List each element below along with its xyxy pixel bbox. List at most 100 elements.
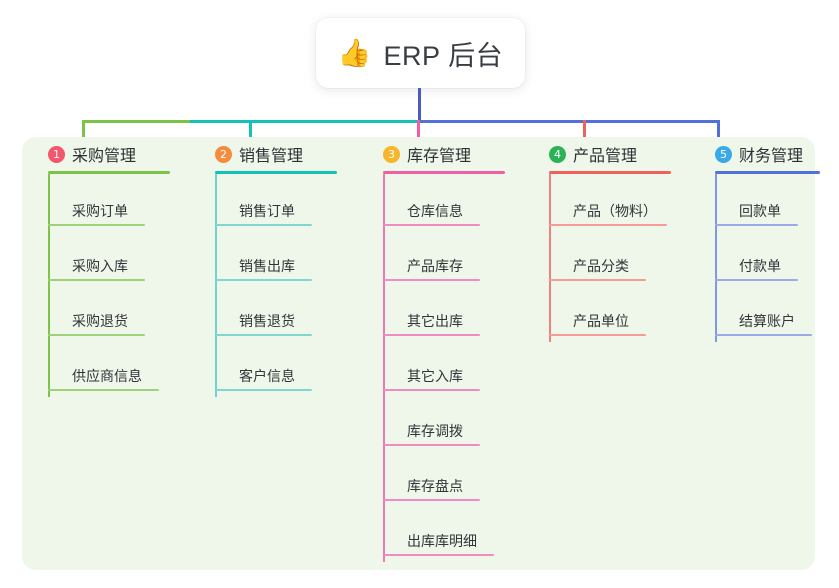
branch-spine-5 xyxy=(715,174,717,342)
branch-rule-2 xyxy=(215,171,337,174)
branch-leaves-3: 仓库信息 产品库存 其它出库 其它入库 库存调拨 xyxy=(383,174,530,562)
branch-badge-3: 3 xyxy=(383,145,400,163)
branch-column-3: 3 库存管理 仓库信息 产品库存 其它出库 其它入库 xyxy=(370,137,530,562)
branch-rule-4 xyxy=(549,171,671,174)
list-item[interactable]: 仓库信息 xyxy=(383,174,530,229)
leaf-label: 库存盘点 xyxy=(407,478,463,494)
connector-drop-3 xyxy=(417,120,420,150)
branch-header-2[interactable]: 2 销售管理 xyxy=(202,137,352,171)
leaf-label: 销售订单 xyxy=(239,203,295,219)
branch-column-4: 4 产品管理 产品（物料） 产品分类 产品单位 xyxy=(536,137,696,342)
leaf-label: 产品（物料） xyxy=(573,203,657,219)
branch-spine-1 xyxy=(48,174,50,397)
leaf-rule xyxy=(383,224,480,226)
leaf-rule xyxy=(715,279,798,281)
connector-drop-4 xyxy=(583,120,586,150)
thumbs-up-icon: 👍 xyxy=(337,37,372,68)
list-item[interactable]: 销售出库 xyxy=(215,229,352,284)
branch-leaves-2: 销售订单 销售出库 销售退货 客户信息 xyxy=(215,174,352,397)
branch-badge-4: 4 xyxy=(549,145,566,163)
connector-bus-segment-2 xyxy=(190,120,418,123)
list-item[interactable]: 销售退货 xyxy=(215,284,352,339)
leaf-rule xyxy=(549,279,646,281)
branch-spine-2 xyxy=(215,174,217,397)
list-item[interactable]: 出库库明细 xyxy=(383,504,530,559)
list-item[interactable]: 其它出库 xyxy=(383,284,530,339)
list-item[interactable]: 产品（物料） xyxy=(549,174,696,229)
list-item[interactable]: 结算账户 xyxy=(715,284,839,339)
branch-leaves-1: 采购订单 采购入库 采购退货 供应商信息 xyxy=(48,174,185,397)
list-item[interactable]: 库存盘点 xyxy=(383,449,530,504)
leaf-label: 结算账户 xyxy=(739,313,795,329)
leaf-rule xyxy=(215,224,312,226)
branch-header-3[interactable]: 3 库存管理 xyxy=(370,137,530,171)
root-node-card[interactable]: 👍 ERP 后台 xyxy=(316,18,525,88)
leaf-label: 产品库存 xyxy=(407,258,463,274)
branch-header-4[interactable]: 4 产品管理 xyxy=(536,137,696,171)
list-item[interactable]: 销售订单 xyxy=(215,174,352,229)
list-item[interactable]: 产品单位 xyxy=(549,284,696,339)
list-item[interactable]: 其它入库 xyxy=(383,339,530,394)
leaf-label: 销售出库 xyxy=(239,258,295,274)
branch-column-2: 2 销售管理 销售订单 销售出库 销售退货 客户信息 xyxy=(202,137,352,397)
branch-header-1[interactable]: 1 采购管理 xyxy=(35,137,185,171)
branch-rule-3 xyxy=(383,171,505,174)
leaf-rule xyxy=(48,224,145,226)
branch-rule-1 xyxy=(48,171,170,174)
leaf-rule xyxy=(715,334,812,336)
leaf-label: 采购入库 xyxy=(72,258,128,274)
leaf-label: 销售退货 xyxy=(239,313,295,329)
list-item[interactable]: 采购订单 xyxy=(48,174,185,229)
branch-leaves-4: 产品（物料） 产品分类 产品单位 xyxy=(549,174,696,342)
branch-title-5: 财务管理 xyxy=(739,148,804,165)
leaf-rule xyxy=(215,389,312,391)
list-item[interactable]: 产品分类 xyxy=(549,229,696,284)
list-item[interactable]: 回款单 xyxy=(715,174,839,229)
branch-rule-5 xyxy=(715,171,820,174)
connector-drop-1 xyxy=(82,120,85,150)
connector-drop-2 xyxy=(249,120,252,150)
leaf-label: 仓库信息 xyxy=(407,203,463,219)
leaf-rule xyxy=(48,389,159,391)
branch-spine-3 xyxy=(383,174,385,562)
list-item[interactable]: 客户信息 xyxy=(215,339,352,394)
branch-column-5: 5 财务管理 回款单 付款单 结算账户 xyxy=(702,137,839,342)
leaf-rule xyxy=(715,224,798,226)
list-item[interactable]: 采购入库 xyxy=(48,229,185,284)
leaf-label: 采购退货 xyxy=(72,313,128,329)
leaf-rule xyxy=(383,389,480,391)
branch-column-1: 1 采购管理 采购订单 采购入库 采购退货 供应商信 xyxy=(35,137,185,397)
branch-badge-2: 2 xyxy=(215,145,232,163)
leaf-rule xyxy=(48,334,145,336)
leaf-label: 产品分类 xyxy=(573,258,629,274)
leaf-label: 采购订单 xyxy=(72,203,128,219)
leaf-label: 库存调拨 xyxy=(407,423,463,439)
leaf-label: 客户信息 xyxy=(239,368,295,384)
branch-badge-5: 5 xyxy=(715,145,732,163)
list-item[interactable]: 供应商信息 xyxy=(48,339,185,394)
list-item[interactable]: 产品库存 xyxy=(383,229,530,284)
list-item[interactable]: 采购退货 xyxy=(48,284,185,339)
connector-bus-segment-3 xyxy=(418,120,720,123)
connector-drop-5 xyxy=(717,120,720,150)
leaf-rule xyxy=(215,279,312,281)
leaf-rule xyxy=(383,499,480,501)
leaf-label: 回款单 xyxy=(739,203,781,219)
leaf-rule xyxy=(549,334,646,336)
branch-title-2: 销售管理 xyxy=(239,148,304,165)
leaf-rule xyxy=(383,444,480,446)
list-item[interactable]: 付款单 xyxy=(715,229,839,284)
leaf-rule xyxy=(383,334,480,336)
leaf-label: 其它出库 xyxy=(407,313,463,329)
branch-spine-4 xyxy=(549,174,551,342)
connector-trunk xyxy=(418,88,421,123)
root-title: ERP 后台 xyxy=(383,40,504,71)
leaf-rule xyxy=(215,334,312,336)
leaf-rule xyxy=(549,224,667,226)
list-item[interactable]: 库存调拨 xyxy=(383,394,530,449)
leaf-label: 供应商信息 xyxy=(72,368,142,384)
branch-leaves-5: 回款单 付款单 结算账户 xyxy=(715,174,839,342)
branch-header-5[interactable]: 5 财务管理 xyxy=(702,137,839,171)
branch-badge-1: 1 xyxy=(48,145,65,163)
